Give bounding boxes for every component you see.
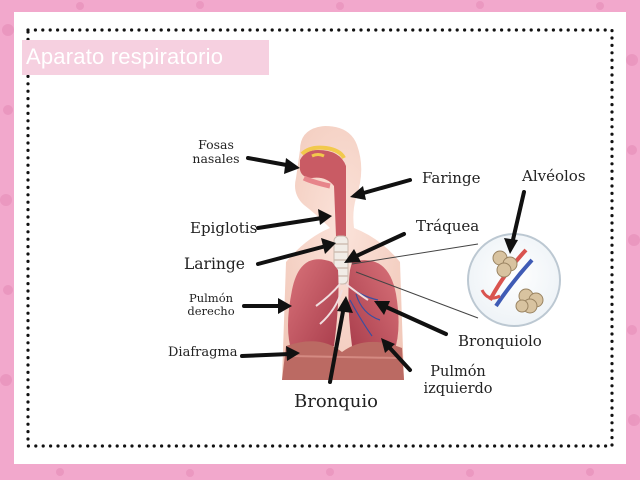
label-pulmon-izquierdo-line2: izquierdo	[423, 380, 493, 397]
head-airways	[300, 145, 346, 236]
label-pulmon-izquierdo: Pulmón izquierdo	[420, 364, 496, 397]
arrow-epiglotis	[256, 209, 332, 230]
diaphragm-shape	[282, 341, 404, 380]
label-pulmon-derecho-line1: Pulmón	[188, 291, 234, 305]
arrow-faringe	[350, 178, 412, 200]
label-pulmon-izquierdo-line1: Pulmón	[430, 364, 486, 380]
arrow-pulmon-izquierdo	[381, 338, 412, 372]
label-diafragma: Diafragma	[168, 345, 238, 360]
label-traquea: Tráquea	[416, 217, 480, 235]
arrow-alveolos	[504, 190, 526, 254]
arrow-laringe	[256, 238, 336, 266]
title-box	[22, 40, 269, 75]
arrow-bronquiolo	[374, 301, 448, 336]
label-pulmon-derecho: Pulmón derecho	[186, 291, 236, 319]
label-bronquiolo: Bronquiolo	[458, 332, 542, 350]
label-faringe: Faringe	[422, 169, 481, 187]
label-pulmon-derecho-line2: derecho	[187, 304, 235, 319]
label-fosas-nasales: Fosas nasales	[192, 137, 240, 167]
label-alveolos: Alvéolos	[522, 167, 586, 185]
label-epiglotis: Epiglotis	[190, 219, 258, 237]
arrow-fosas-nasales	[246, 156, 300, 174]
label-fosas-nasales-line1: Fosas	[198, 137, 234, 152]
slide-title: Aparato respiratorio	[26, 44, 224, 69]
pointer-arrows	[240, 156, 526, 384]
arrow-traquea	[344, 232, 406, 263]
arrow-diafragma	[240, 346, 300, 361]
label-fosas-nasales-line2: nasales	[192, 151, 240, 167]
arrow-pulmon-derecho	[242, 298, 292, 314]
label-bronquio: Bronquio	[294, 391, 378, 412]
label-laringe: Laringe	[184, 255, 245, 273]
arrow-bronquio	[328, 296, 353, 384]
